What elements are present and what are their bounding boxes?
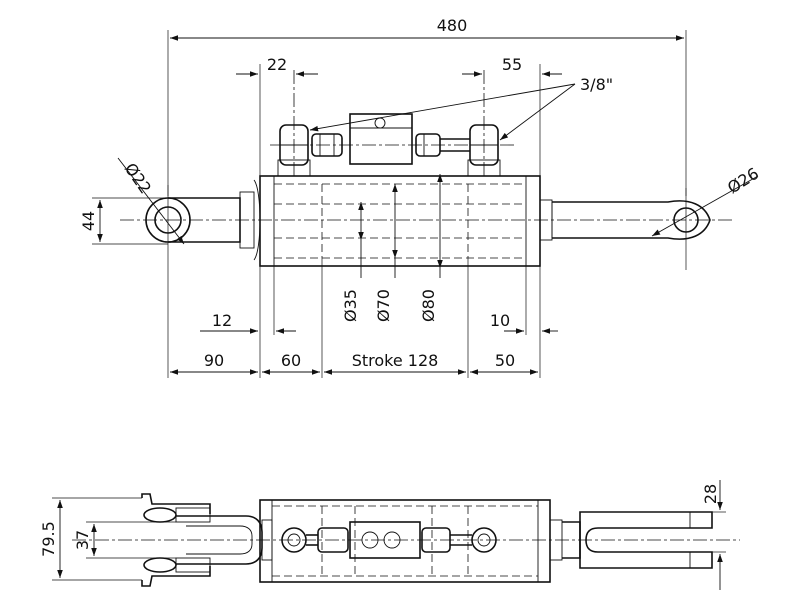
clevis-inner-label: 37 bbox=[73, 530, 92, 550]
dim-chain: 90 60 Stroke 128 50 bbox=[170, 351, 538, 375]
dim-right-cap: 10 bbox=[490, 311, 558, 334]
left-port-offset-label: 22 bbox=[267, 55, 287, 74]
dim-clevis-inner: 37 bbox=[73, 521, 176, 559]
seg-left-body-label: 60 bbox=[281, 351, 301, 370]
seg-right-body-label: 50 bbox=[495, 351, 515, 370]
dim-left-port-offset: 22 bbox=[236, 55, 318, 176]
seg-left-rod-label: 90 bbox=[204, 351, 224, 370]
body-outer-label: Ø80 bbox=[419, 289, 438, 322]
overall-length-label: 480 bbox=[437, 16, 468, 35]
port-thread-label: 3/8" bbox=[580, 75, 613, 94]
dim-overall-length: 480 bbox=[167, 16, 687, 196]
bottom-view: 79.5 37 28 bbox=[39, 480, 740, 590]
right-cap-label: 10 bbox=[490, 311, 510, 330]
dim-diameters: Ø35 Ø70 Ø80 bbox=[341, 174, 443, 322]
left-eye-dia-label: Ø22 bbox=[121, 159, 155, 197]
cylinder-body bbox=[259, 175, 541, 267]
right-port-offset-label: 55 bbox=[502, 55, 522, 74]
top-view: 480 22 55 3/8" Ø22 Ø bbox=[79, 16, 762, 378]
eye-height-label: 44 bbox=[79, 211, 98, 231]
dim-right-fork-gap: 28 bbox=[701, 480, 726, 590]
rod-dia-label: Ø35 bbox=[341, 289, 360, 322]
hydraulic-manifold bbox=[270, 113, 515, 177]
left-rod-eye bbox=[145, 179, 261, 261]
stroke-label: Stroke 128 bbox=[352, 351, 439, 370]
dim-clevis-outer: 79.5 bbox=[39, 497, 142, 581]
right-fork bbox=[549, 511, 713, 569]
dim-port-thread: 3/8" bbox=[309, 75, 613, 141]
dim-left-eye-dia: Ø22 bbox=[117, 157, 185, 245]
dim-right-port-offset: 55 bbox=[462, 55, 562, 176]
clevis-outer-label: 79.5 bbox=[39, 521, 58, 557]
dim-eye-height: 44 bbox=[79, 197, 168, 245]
plan-cylinder-body bbox=[259, 499, 551, 583]
dim-left-cap: 12 bbox=[200, 311, 296, 334]
bore-inner-label: Ø70 bbox=[374, 289, 393, 322]
left-cap-label: 12 bbox=[212, 311, 232, 330]
right-fork-gap-label: 28 bbox=[701, 484, 720, 504]
right-rod-eye bbox=[539, 188, 711, 270]
